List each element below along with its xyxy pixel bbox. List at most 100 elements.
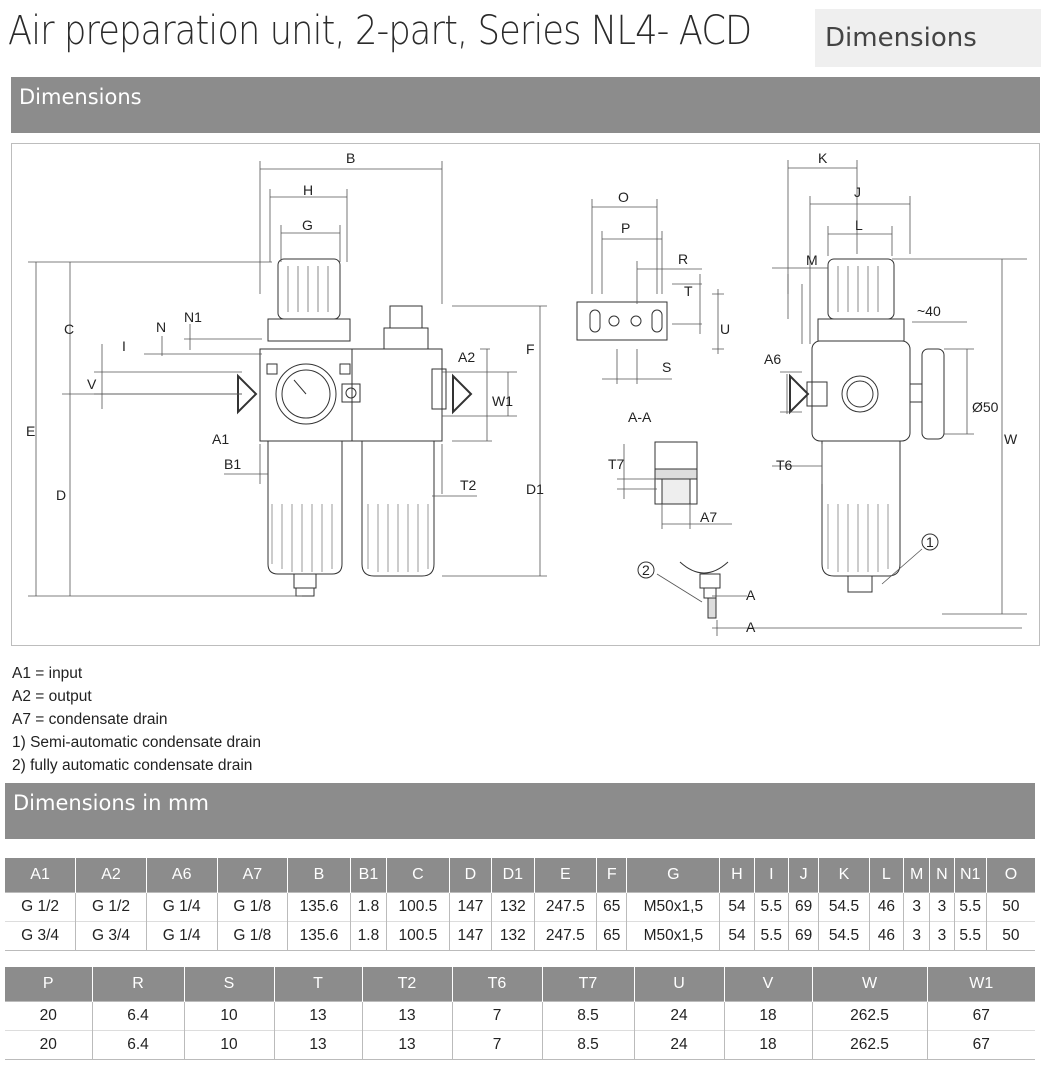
- col-T2: T2: [362, 967, 453, 1002]
- table-cell: 65: [596, 892, 628, 922]
- col-N1: N1: [954, 858, 987, 893]
- table-row: G 3/4 G 3/4 G 1/4 G 1/8 135.6 1.8 100.5 …: [5, 921, 1035, 951]
- table-cell: 67: [927, 1030, 1035, 1060]
- col-G: G: [626, 858, 721, 893]
- col-A1: A1: [5, 858, 77, 893]
- col-B: B: [287, 858, 351, 893]
- note-output: A2 = output: [12, 688, 92, 705]
- label-A6: A6: [764, 351, 781, 367]
- label-F: F: [526, 341, 535, 357]
- table-cell: 3: [929, 892, 955, 922]
- table-cell: 262.5: [812, 1001, 928, 1031]
- table-cell: G 1/4: [146, 921, 218, 951]
- label-A7: A7: [700, 509, 717, 525]
- col-B1: B1: [350, 858, 388, 893]
- col-R: R: [92, 967, 185, 1002]
- label-N1: N1: [184, 309, 202, 325]
- label-I: I: [122, 338, 126, 354]
- table-cell: 132: [491, 892, 535, 922]
- table-cell: 69: [788, 892, 820, 922]
- table-row: G 1/2 G 1/2 G 1/4 G 1/8 135.6 1.8 100.5 …: [5, 892, 1035, 922]
- col-J: J: [788, 858, 820, 893]
- dimensions-table-1: A1 A2 A6 A7 B B1 C D D1 E F G H I J K L …: [5, 858, 1035, 951]
- table-cell: 132: [491, 921, 535, 951]
- table-cell: 13: [362, 1001, 453, 1031]
- table-cell: 247.5: [534, 921, 598, 951]
- col-I: I: [754, 858, 789, 893]
- dimensions-table-2: P R S T T2 T6 T7 U V W W1 20 6.4 10 13 1…: [5, 967, 1035, 1060]
- table-cell: M50x1,5: [626, 921, 721, 951]
- label-1: 1: [926, 534, 934, 550]
- table-cell: G 1/4: [146, 892, 218, 922]
- col-L: L: [869, 858, 905, 893]
- section-header-dimensions: Dimensions: [11, 77, 1040, 133]
- table-cell: 65: [596, 921, 628, 951]
- label-A-lower: A: [746, 619, 756, 635]
- table-cell: 46: [869, 921, 905, 951]
- label-M: M: [806, 252, 818, 268]
- label-U: U: [720, 321, 730, 337]
- label-H: H: [303, 182, 313, 198]
- table-cell: 8.5: [542, 1030, 635, 1060]
- page-tag: Dimensions: [815, 9, 1041, 67]
- table-cell: 5.5: [754, 892, 789, 922]
- table-cell: M50x1,5: [626, 892, 721, 922]
- table-cell: 147: [449, 892, 493, 922]
- page-title: Air preparation unit, 2-part, Series NL4…: [8, 8, 752, 54]
- col-W: W: [812, 967, 928, 1002]
- table-2-header-row: P R S T T2 T6 T7 U V W W1: [5, 967, 1035, 1002]
- table-cell: G 1/2: [75, 892, 147, 922]
- table-cell: 3: [903, 921, 931, 951]
- drawing-labels: B H G C N N1 I V E D A1 B1 A2 F W1 D1 T2…: [26, 150, 1018, 635]
- col-A6: A6: [146, 858, 218, 893]
- col-P: P: [5, 967, 93, 1002]
- table-cell: 18: [724, 1030, 813, 1060]
- table-cell: 24: [634, 1030, 725, 1060]
- table-cell: 100.5: [386, 921, 450, 951]
- table-row: 20 6.4 10 13 13 7 8.5 24 18 262.5 67: [5, 1030, 1035, 1060]
- label-T7: T7: [608, 456, 625, 472]
- col-K: K: [818, 858, 870, 893]
- table-cell: 54.5: [818, 921, 870, 951]
- table-cell: 67: [927, 1001, 1035, 1031]
- label-D1: D1: [526, 481, 544, 497]
- table-cell: 69: [788, 921, 820, 951]
- table-cell: G 1/2: [5, 892, 77, 922]
- technical-drawing: B H G C N N1 I V E D A1 B1 A2 F W1 D1 T2…: [11, 143, 1040, 646]
- note-input: A1 = input: [12, 665, 83, 682]
- label-J: J: [854, 184, 861, 200]
- table-cell: 13: [274, 1030, 363, 1060]
- table-cell: 50: [986, 921, 1035, 951]
- label-B: B: [346, 150, 355, 166]
- label-G: G: [302, 217, 313, 233]
- label-B1: B1: [224, 456, 241, 472]
- table-cell: 247.5: [534, 892, 598, 922]
- col-A2: A2: [75, 858, 147, 893]
- table-cell: 8.5: [542, 1001, 635, 1031]
- table-row: 20 6.4 10 13 13 7 8.5 24 18 262.5 67: [5, 1001, 1035, 1031]
- table-cell: 7: [452, 1001, 543, 1031]
- col-C: C: [386, 858, 450, 893]
- label-A2: A2: [458, 349, 475, 365]
- section-header-dimensions-mm: Dimensions in mm: [5, 783, 1035, 839]
- table-cell: 7: [452, 1030, 543, 1060]
- drawing-svg: B H G C N N1 I V E D A1 B1 A2 F W1 D1 T2…: [26, 150, 1027, 636]
- label-C: C: [64, 321, 74, 337]
- col-E: E: [534, 858, 598, 893]
- label-V: V: [87, 376, 97, 392]
- label-N: N: [156, 319, 166, 335]
- table-cell: 24: [634, 1001, 725, 1031]
- table-cell: 54.5: [818, 892, 870, 922]
- note-semi-automatic: 1) Semi-automatic condensate drain: [12, 734, 261, 751]
- label-W: W: [1004, 431, 1018, 447]
- table-cell: 13: [362, 1030, 453, 1060]
- table-cell: 135.6: [287, 892, 351, 922]
- col-N: N: [929, 858, 955, 893]
- table-cell: 6.4: [92, 1001, 185, 1031]
- col-D1: D1: [491, 858, 535, 893]
- table-cell: 50: [986, 892, 1035, 922]
- note-fully-automatic: 2) fully automatic condensate drain: [12, 757, 253, 774]
- side-view: [772, 160, 1027, 615]
- col-T: T: [274, 967, 363, 1002]
- table-cell: 147: [449, 921, 493, 951]
